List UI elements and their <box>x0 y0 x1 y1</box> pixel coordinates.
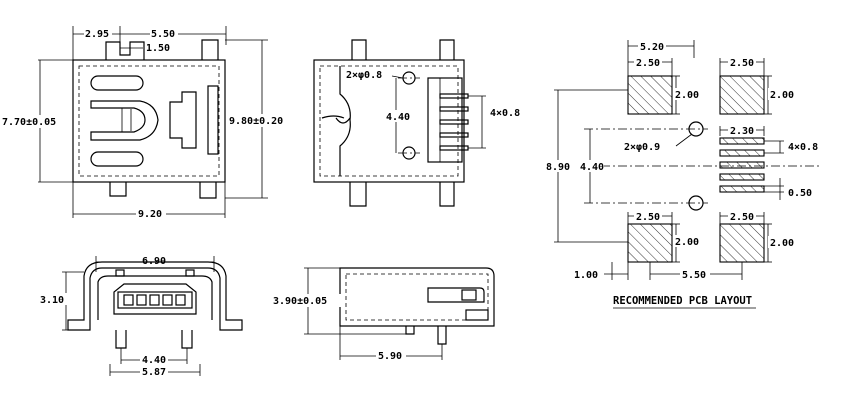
dim-offset: 1.00 <box>574 270 598 281</box>
side-tab <box>439 182 455 207</box>
front-shell <box>67 261 243 331</box>
signal-pad <box>719 161 765 169</box>
profile-body <box>339 267 495 327</box>
dim-sig-count: 4×0.8 <box>788 142 818 153</box>
dim-pad-w-br: 2.50 <box>730 212 754 223</box>
dim-sig-width: 2.30 <box>730 126 754 137</box>
dim-peg-span: 4.40 <box>142 355 166 366</box>
profile-view: 3.90±0.05 5.90 <box>272 267 495 362</box>
pad-bottom-right <box>719 223 765 263</box>
slot-top <box>90 75 144 91</box>
dim-pad-h-bl: 2.00 <box>675 237 699 248</box>
profile-peg <box>405 326 415 335</box>
profile-hidden <box>345 273 489 321</box>
contact-tongue <box>117 291 193 309</box>
side-tab <box>351 39 367 60</box>
label-pcb-holes: 2×φ0.9 <box>624 142 660 153</box>
side-tab <box>439 39 455 60</box>
profile-tab <box>465 309 489 321</box>
side-body-outline <box>313 59 465 183</box>
dim-overall-height: 8.90 <box>546 162 570 173</box>
side-curve <box>335 117 351 124</box>
side-curve <box>321 115 345 119</box>
profile-peg <box>437 326 447 345</box>
pad-top-left <box>627 75 673 115</box>
dim-width-left: 2.95 <box>85 29 109 40</box>
front-view: 6.90 3.10 4.40 5.87 <box>40 254 243 378</box>
front-contacts <box>123 294 186 306</box>
receptacle-opening <box>113 283 197 315</box>
front-shell-inner <box>97 275 213 320</box>
signal-pads <box>719 137 765 193</box>
profile-latch <box>461 289 477 301</box>
pcb-layout: 5.20 2.50 2.00 2.50 2.00 2×φ0.9 <box>544 40 820 309</box>
front-notch <box>185 269 195 277</box>
top-tab-right <box>201 39 219 60</box>
dim-pin-span: 4.40 <box>386 112 410 123</box>
signal-pad <box>719 173 765 181</box>
contact <box>149 294 160 306</box>
top-body-outline <box>72 59 226 183</box>
label-pins: 4×0.8 <box>490 108 520 119</box>
side-profile <box>339 66 351 176</box>
contacts <box>439 93 469 151</box>
contact <box>136 294 147 306</box>
top-view: 2.95 5.50 1.50 7.70±0.05 9 <box>1 26 294 220</box>
dim-slot: 1.50 <box>146 43 170 54</box>
bottom-tab <box>109 182 127 197</box>
contact <box>175 294 186 306</box>
contact-pin <box>439 119 469 125</box>
contact-pin <box>439 132 469 138</box>
dim-height-right: 9.80±0.20 <box>229 116 283 127</box>
dim-width-total: 9.20 <box>138 209 162 220</box>
dim-hole-span: 4.40 <box>580 162 604 173</box>
contact <box>123 294 134 306</box>
peg <box>181 330 193 349</box>
dim-pad-h-tl: 2.00 <box>675 90 699 101</box>
bottom-tab <box>199 182 217 199</box>
dim-sig-pitch: 0.50 <box>788 188 812 199</box>
top-body-hidden <box>78 65 220 177</box>
dim-pad-w-tr: 2.50 <box>730 58 754 69</box>
dim-overall: 5.87 <box>142 367 166 378</box>
side-view: 4.40 2×φ0.8 4×0.8 <box>313 39 520 207</box>
slot-bottom <box>90 151 144 167</box>
side-tab <box>349 182 367 207</box>
dim-profile-height: 3.90±0.05 <box>273 296 327 307</box>
dim-pad-w-bl: 2.50 <box>636 212 660 223</box>
dim-width-mid: 5.50 <box>151 29 175 40</box>
side-body-hidden <box>319 65 459 177</box>
pad-bottom-left <box>627 223 673 263</box>
label-holes: 2×φ0.8 <box>346 70 382 81</box>
contact-pin <box>439 106 469 112</box>
profile-slot <box>427 287 485 303</box>
top-tab <box>105 41 145 60</box>
front-notch <box>115 269 125 277</box>
dim-pad-w-tl: 2.50 <box>636 58 660 69</box>
dim-pad-h-tr: 2.00 <box>770 90 794 101</box>
dim-pad-h-br: 2.00 <box>770 238 794 249</box>
peg <box>115 330 127 349</box>
dim-pad-span: 5.50 <box>682 270 706 281</box>
side-rail <box>207 85 219 155</box>
dim-profile-length: 5.90 <box>378 351 402 362</box>
dim-height-left: 7.70±0.05 <box>2 117 56 128</box>
signal-pad <box>719 149 765 157</box>
dim-front-height: 3.10 <box>40 295 64 306</box>
signal-pad <box>719 185 765 193</box>
contact <box>162 294 173 306</box>
signal-pad <box>719 137 765 145</box>
pad-top-right <box>719 75 765 115</box>
latch-spring <box>90 100 159 141</box>
pcb-layout-title: RECOMMENDED PCB LAYOUT <box>613 295 752 307</box>
dim-pad-pitch: 5.20 <box>640 42 664 53</box>
center-key <box>169 91 197 149</box>
